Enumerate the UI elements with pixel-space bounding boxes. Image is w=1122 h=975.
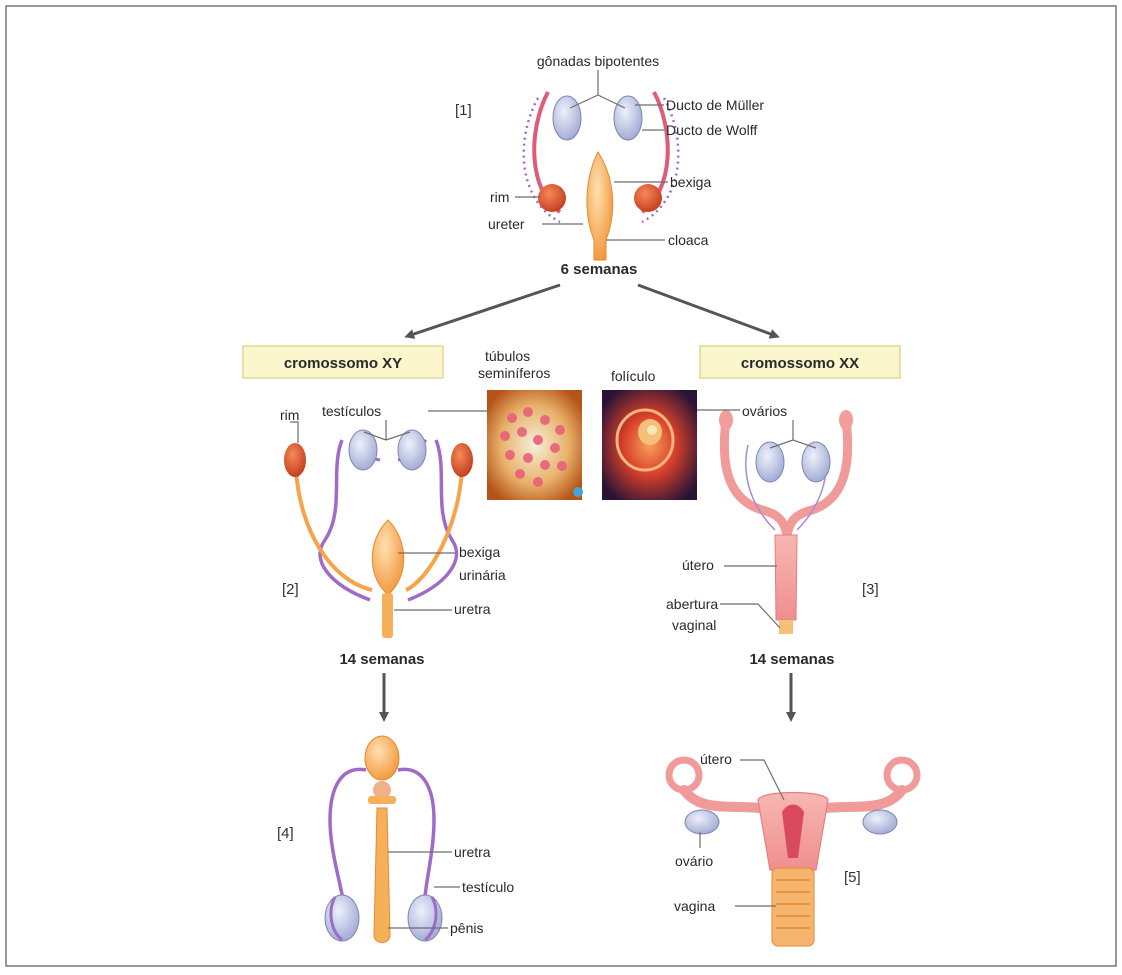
stage-number-4: [4] — [277, 825, 294, 842]
label-ovarios: ovários — [742, 403, 787, 419]
label-ovario: ovário — [675, 853, 713, 869]
male-14-weeks-illustration — [284, 430, 473, 638]
female-14-weeks-illustration — [719, 410, 853, 634]
label-uretra-1: uretra — [454, 601, 491, 617]
label-utero-1: útero — [682, 557, 714, 573]
adult-male-illustration — [325, 736, 442, 943]
stage-number-2: [2] — [282, 581, 299, 598]
label-vagina: vagina — [674, 898, 715, 914]
foliculo-image — [602, 390, 697, 500]
label-ducto-wolff: Ducto de Wolff — [666, 122, 757, 138]
label-14-semanas-male: 14 semanas — [339, 651, 424, 668]
label-tubulos: túbulos — [485, 348, 530, 364]
label-bexiga-2: bexiga — [459, 544, 500, 560]
label-abertura: abertura — [666, 596, 718, 612]
tubulos-seminiferos-image — [487, 390, 583, 500]
label-utero-2: útero — [700, 751, 732, 767]
stage-number-1: [1] — [455, 102, 472, 119]
label-ureter: ureter — [488, 216, 525, 232]
label-ducto-muller: Ducto de Müller — [666, 97, 764, 113]
label-rim-2: rim — [280, 407, 299, 423]
label-testiculo: testículo — [462, 879, 514, 895]
label-vaginal: vaginal — [672, 617, 716, 633]
arrow-to-xx — [638, 285, 776, 336]
label-cromossomo-xy: cromossomo XY — [284, 355, 402, 372]
bipotential-stage-illustration — [524, 92, 679, 260]
label-uretra-2: uretra — [454, 844, 491, 860]
label-foliculo: folículo — [611, 368, 656, 384]
label-rim-1: rim — [490, 189, 509, 205]
label-6-semanas: 6 semanas — [561, 261, 638, 278]
label-14-semanas-female: 14 semanas — [749, 651, 834, 668]
label-testiculos: testículos — [322, 403, 381, 419]
stage-number-3: [3] — [862, 581, 879, 598]
label-cromossomo-xx: cromossomo XX — [741, 355, 859, 372]
label-seminiferos: seminíferos — [478, 365, 550, 381]
label-bexiga-1: bexiga — [670, 174, 711, 190]
label-cloaca: cloaca — [668, 232, 709, 248]
label-urinaria: urinária — [459, 567, 506, 583]
label-gonadas-bipotentes: gônadas bipotentes — [537, 53, 659, 69]
arrow-to-xy — [408, 285, 560, 336]
stage-number-5: [5] — [844, 869, 861, 886]
label-penis: pênis — [450, 920, 483, 936]
